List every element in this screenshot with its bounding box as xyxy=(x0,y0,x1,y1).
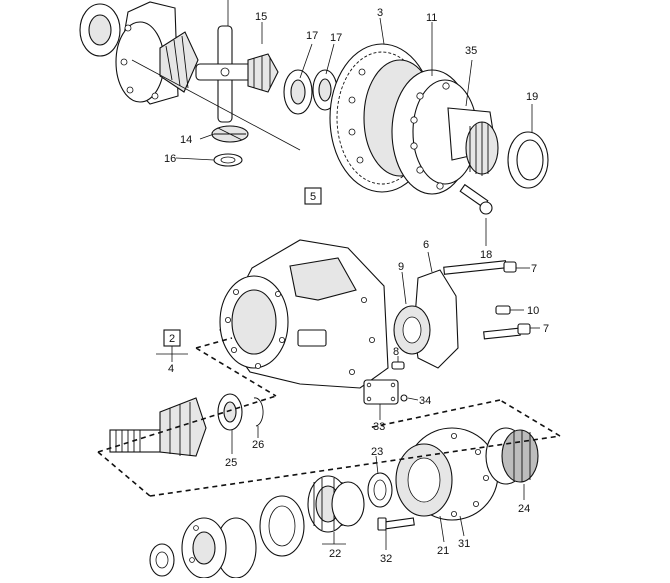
callout-35: 35 xyxy=(465,45,477,57)
bearing-cap xyxy=(393,269,459,369)
hub-bearing-cup xyxy=(485,427,539,485)
callout-17a: 17 xyxy=(306,30,318,42)
callout-7b: 7 xyxy=(543,323,549,335)
callout-32: 32 xyxy=(380,553,392,565)
dashed-group-outline-lower xyxy=(97,337,561,497)
callout-22: 22 xyxy=(329,548,341,560)
seal-ring xyxy=(259,495,305,557)
callout-34: 34 xyxy=(419,395,431,407)
callout-2-box xyxy=(163,329,181,347)
callout-8: 8 xyxy=(393,346,399,358)
callout-14: 14 xyxy=(180,134,192,146)
callout-21: 21 xyxy=(437,545,449,557)
pinion-bearing xyxy=(217,393,243,431)
callout-11: 11 xyxy=(426,12,437,24)
callout-25: 25 xyxy=(225,457,237,469)
callout-6: 6 xyxy=(423,239,429,251)
side-bearing-and-hub xyxy=(447,107,499,176)
roller-bearing xyxy=(307,475,365,533)
snap-ring xyxy=(253,397,264,427)
callout-3: 3 xyxy=(377,7,383,19)
thrust-washer-pair xyxy=(283,69,338,115)
lock-bolt xyxy=(459,183,493,215)
callout-19: 19 xyxy=(526,91,538,103)
planetary-hub-housing xyxy=(395,427,499,521)
callout-4: 4 xyxy=(168,363,174,375)
spacer-ring xyxy=(367,472,393,508)
bearing-cup xyxy=(507,131,549,189)
callout-31: 31 xyxy=(458,538,470,550)
cap-bolts xyxy=(443,260,531,340)
small-pin xyxy=(391,361,405,370)
small-pinion-gear xyxy=(211,125,249,143)
hub-bolt xyxy=(377,517,415,531)
yoke-flange xyxy=(181,517,257,579)
callout-23: 23 xyxy=(371,446,383,458)
thrust-washer-small xyxy=(213,153,243,167)
callout-18: 18 xyxy=(480,249,492,261)
leader-lines xyxy=(131,0,540,550)
differential-case-left-half xyxy=(79,1,179,105)
callout-24: 24 xyxy=(518,503,530,515)
callout-10: 10 xyxy=(527,305,539,317)
final-drive-housing xyxy=(219,239,389,389)
callout-9: 9 xyxy=(398,261,404,273)
spider-pinion-gear xyxy=(247,53,279,93)
drive-pinion xyxy=(109,397,207,457)
side-gear xyxy=(159,31,199,93)
callout-17b: 17 xyxy=(330,32,342,44)
callout-7a: 7 xyxy=(531,263,537,275)
callout-16: 16 xyxy=(164,153,176,165)
callout-26: 26 xyxy=(252,439,264,451)
callout-33: 33 xyxy=(373,421,385,433)
callout-labels: 3 11 15 17 17 35 19 14 16 18 5 6 9 7 10 … xyxy=(163,7,549,565)
flange-nut xyxy=(149,543,175,577)
callout-5: 5 xyxy=(310,191,316,203)
callout-5-box xyxy=(304,187,322,205)
callout-2: 2 xyxy=(169,333,175,345)
gasket-cover xyxy=(363,379,408,405)
spider-cross-shaft xyxy=(195,25,261,123)
callout-15: 15 xyxy=(255,11,267,23)
